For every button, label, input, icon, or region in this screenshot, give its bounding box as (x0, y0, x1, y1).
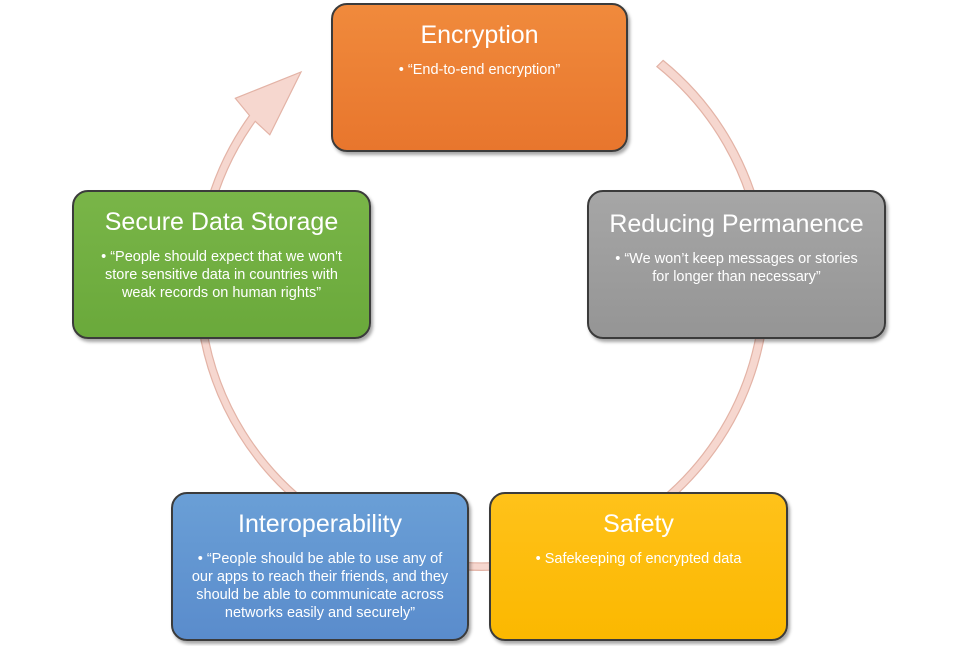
node-safety: Safety Safekeeping of encrypted data (489, 492, 788, 641)
node-description: “End-to-end encryption” (333, 61, 626, 79)
node-title: Safety (603, 510, 674, 538)
cycle-arrow-ring (194, 59, 770, 571)
node-encryption: Encryption “End-to-end encryption” (331, 3, 628, 152)
node-description: “People should be able to use any of our… (173, 550, 467, 622)
node-description: “We won’t keep messages or stories for l… (589, 250, 884, 286)
node-interoperability: Interoperability “People should be able … (171, 492, 469, 641)
node-title: Reducing Permanence (609, 210, 864, 238)
node-title: Interoperability (238, 510, 402, 538)
node-title: Encryption (420, 21, 539, 49)
node-title: Secure Data Storage (104, 208, 339, 236)
node-description: “People should expect that we won't stor… (74, 248, 369, 302)
node-reducing-permanence: Reducing Permanence “We won’t keep messa… (587, 190, 886, 339)
node-description: Safekeeping of encrypted data (491, 550, 786, 568)
node-secure-data-storage: Secure Data Storage “People should expec… (72, 190, 371, 339)
